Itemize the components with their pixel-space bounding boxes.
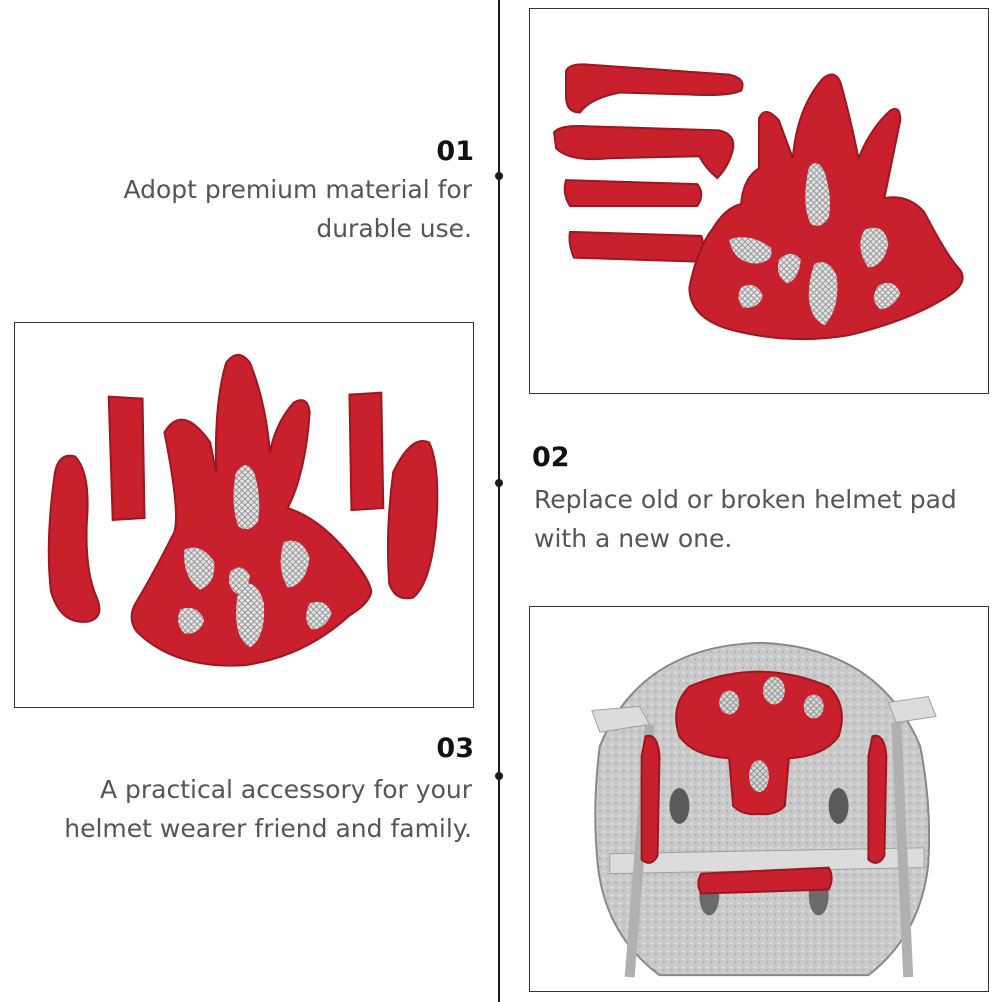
product-image-pad-set-top [529, 8, 989, 394]
feature-number-03: 03 [436, 733, 474, 764]
product-image-pad-set-middle [14, 322, 474, 708]
timeline-dot-03 [495, 772, 503, 780]
feature-text-03: A practical accessory for your helmet we… [2, 770, 472, 848]
feature-number-02: 02 [532, 442, 570, 473]
feature-text-02-line1: Replace old or broken helmet pad [534, 485, 957, 514]
helmet-illustration [591, 641, 937, 978]
timeline-dot-01 [495, 172, 503, 180]
timeline-dot-02 [495, 479, 503, 487]
feature-text-02-line2: with a new one. [534, 524, 733, 553]
pad-set-illustration [553, 63, 964, 341]
feature-text-03-line2: helmet wearer friend and family. [64, 814, 472, 843]
timeline-line [498, 0, 500, 1002]
feature-text-01: Adopt premium material for durable use. [32, 170, 472, 248]
pad-set-illustration-2 [47, 353, 439, 667]
feature-text-03-line1: A practical accessory for your [99, 775, 472, 804]
product-image-helmet-installed [529, 606, 989, 992]
feature-text-02: Replace old or broken helmet pad with a … [534, 480, 994, 558]
feature-number-01: 01 [436, 136, 474, 167]
feature-text-01-line1: Adopt premium material for [123, 175, 472, 204]
feature-text-01-line2: durable use. [316, 214, 472, 243]
